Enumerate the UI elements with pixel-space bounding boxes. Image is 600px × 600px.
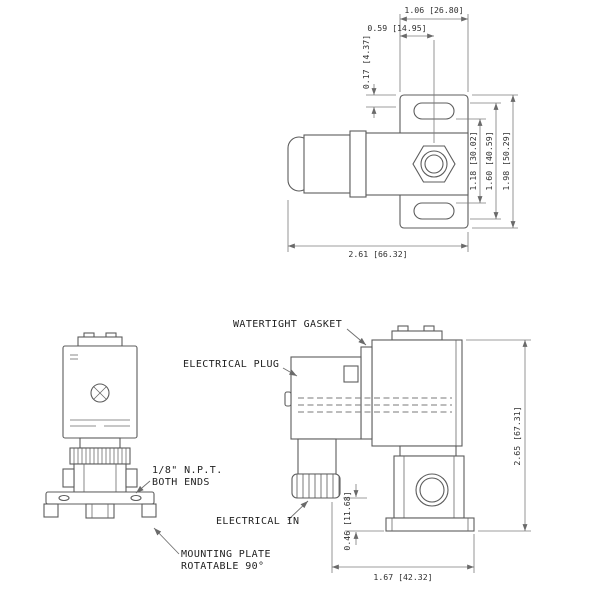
neck-front <box>79 437 121 449</box>
side-view: WATERTIGHT GASKET ELECTRICAL PLUG ELECTR… <box>183 319 531 582</box>
port-circle-inner <box>424 154 444 174</box>
terminal-bump <box>397 325 409 332</box>
dim-slot-span-inner: 1.18 [30.02] <box>456 118 486 204</box>
front-view-geometry <box>43 332 157 519</box>
port-boss-left <box>62 468 75 488</box>
dim-base-clearance: 0.46 [11.68] <box>342 484 384 551</box>
side-view-dimensions: 2.65 [67.31] 0.46 [11.68] 1.67 [42.32] <box>331 339 531 582</box>
top-view-geometry <box>287 94 469 229</box>
dim-overall-depth-text: 1.67 [42.32] <box>373 572 432 582</box>
screw-slot <box>93 386 107 400</box>
port-circle-inner <box>419 477 445 503</box>
terminal-ridge <box>391 330 443 341</box>
dim-slot-span-outer-text: 1.60 [40.59] <box>484 131 494 190</box>
dim-overall-depth: 1.67 [42.32] <box>331 502 475 582</box>
leader-line <box>346 328 367 346</box>
port-circle-outer <box>415 473 449 507</box>
dim-plate-width-text: 1.06 [26.80] <box>404 5 463 15</box>
front-view-callouts: 1/8" N.P.T. BOTH ENDS MOUNTING PLATE ROT… <box>135 465 271 572</box>
terminal-bump <box>423 325 435 332</box>
electrical-in-label: ELECTRICAL IN <box>216 516 299 527</box>
mounting-label-line2: ROTATABLE 90° <box>181 561 264 572</box>
front-view: 1/8" N.P.T. BOTH ENDS MOUNTING PLATE ROT… <box>43 332 271 572</box>
knurled-ring <box>69 447 131 465</box>
plug-screw <box>284 391 292 407</box>
slot-lower <box>413 202 455 220</box>
coil-side <box>371 339 463 447</box>
dim-flange-lip: 0.17 [4.37] <box>361 35 396 118</box>
coil-flange-top <box>349 130 367 198</box>
dim-port-offset: 0.59 [14.95] <box>367 23 435 143</box>
dim-overall-length: 2.61 [66.32] <box>287 200 469 259</box>
plate-foot-left <box>43 503 59 518</box>
top-view: 1.06 [26.80] 0.59 [14.95] 0.17 [4.37] <box>287 5 518 259</box>
dim-plate-height-text: 1.98 [50.29] <box>501 131 511 190</box>
top-view-dimensions: 1.06 [26.80] 0.59 [14.95] 0.17 [4.37] <box>287 5 518 259</box>
electrical-plug-label: ELECTRICAL PLUG <box>183 359 279 370</box>
npt-label-line2: BOTH ENDS <box>152 477 210 488</box>
side-view-geometry <box>284 325 475 532</box>
plug-elbow <box>297 438 337 475</box>
dim-slot-span-outer: 1.60 [40.59] <box>470 102 501 220</box>
mounting-plate-front <box>45 491 155 505</box>
plate-foot-right <box>141 503 157 518</box>
mounting-hole <box>130 494 142 502</box>
bottom-stub <box>85 503 115 519</box>
leader-line <box>135 480 151 494</box>
dim-overall-height-text: 2.65 [67.31] <box>512 406 522 465</box>
npt-label-line1: 1/8" N.P.T. <box>152 465 223 476</box>
dim-overall-length-text: 2.61 [66.32] <box>348 249 407 259</box>
side-view-callouts: WATERTIGHT GASKET ELECTRICAL PLUG ELECTR… <box>183 319 367 527</box>
leader-line <box>153 527 180 555</box>
watertight-gasket-label: WATERTIGHT GASKET <box>233 319 342 330</box>
dim-plate-height: 1.98 [50.29] <box>472 94 518 229</box>
coil-body-top <box>303 134 351 194</box>
leader-line <box>282 367 298 377</box>
watertight-gasket-shape <box>360 346 373 440</box>
valve-body-front <box>73 463 127 493</box>
dim-slot-span-inner-text: 1.18 [30.02] <box>468 131 478 190</box>
terminal-block <box>77 336 123 347</box>
valve-neck-side <box>399 445 457 457</box>
cord-grip <box>291 473 341 499</box>
leader-line <box>287 500 309 521</box>
dim-flange-lip-text: 0.17 [4.37] <box>361 35 371 89</box>
mounting-hole <box>58 494 70 502</box>
dim-plate-width: 1.06 [26.80] <box>399 5 469 92</box>
base-plate-side <box>385 517 475 532</box>
port-boss-right <box>125 468 138 488</box>
dim-base-clearance-text: 0.46 [11.68] <box>342 491 352 550</box>
mounting-label-line1: MOUNTING PLATE <box>181 549 271 560</box>
plug-notch <box>343 365 359 383</box>
dim-overall-height: 2.65 [67.31] <box>466 339 531 532</box>
dim-port-offset-text: 0.59 [14.95] <box>367 23 426 33</box>
